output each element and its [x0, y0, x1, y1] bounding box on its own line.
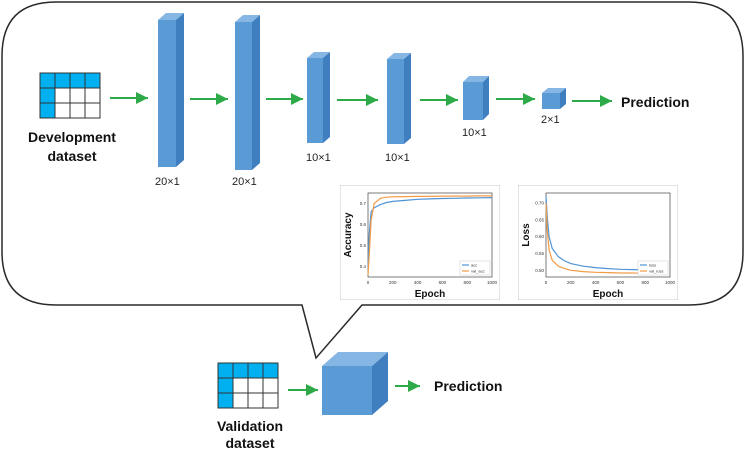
- development-label-line1: Development: [28, 129, 116, 145]
- layer-4-block: [387, 53, 411, 144]
- validation-grid-cell: [217, 362, 234, 379]
- accuracy-chart-x-tick-label: 400: [414, 280, 422, 285]
- trained-model-cube: [322, 352, 388, 415]
- layer-4-dim-label: 10×1: [385, 152, 410, 164]
- development-dataset-grid-icon: [39, 72, 101, 119]
- layer-3-dim-label: 10×1: [306, 152, 331, 164]
- accuracy-chart-y-tick-label: 0.5: [360, 243, 367, 248]
- layer-3-block: [307, 52, 330, 143]
- validation-grid-cell: [247, 392, 264, 409]
- layer-5-block: [463, 76, 489, 120]
- loss-chart-y-tick-label: 0.55: [535, 251, 544, 256]
- layer-1-dim-label: 20×1: [155, 176, 180, 188]
- loss-chart-y-tick-label: 0.60: [535, 234, 544, 239]
- accuracy-chart-legend-label: acc: [471, 263, 477, 268]
- development-grid-cell: [84, 102, 101, 119]
- loss-chart-x-tick-label: 0: [545, 280, 548, 285]
- accuracy-chart-y-tick-label: 0.7: [360, 201, 367, 206]
- accuracy-chart-series-val_acc: [367, 195, 492, 275]
- validation-grid-cell: [262, 362, 279, 379]
- loss-chart-series-loss: [545, 196, 646, 271]
- layer-5-dim-label: 10×1: [462, 127, 487, 139]
- loss-chart-x-tick-label: 600: [617, 280, 625, 285]
- accuracy-chart-x-tick-label: 1000: [487, 280, 498, 285]
- validation-dataset-label: Validation dataset: [200, 418, 300, 452]
- validation-prediction-label: Prediction: [434, 378, 503, 394]
- layer-6-dim-label: 2×1: [541, 114, 560, 126]
- layer-2-block: [235, 15, 260, 170]
- loss-chart-series-val_loss: [545, 203, 646, 274]
- layer-1-block: [158, 13, 184, 167]
- loss-chart-x-tick-label: 1000: [665, 280, 676, 285]
- loss-chart-frame: [518, 185, 678, 300]
- validation-grid-cell: [262, 392, 279, 409]
- validation-grid-cell: [247, 377, 264, 394]
- validation-grid-cell: [232, 392, 249, 409]
- loss-chart-plot-area: [545, 192, 671, 278]
- layer-6-block: [542, 88, 566, 109]
- loss-chart-x-tick-label: 400: [592, 280, 600, 285]
- loss-chart-x-tick-label: 800: [641, 280, 649, 285]
- accuracy-chart-x-axis-label: Epoch: [415, 289, 446, 300]
- validation-label-line1: Validation: [216, 418, 284, 434]
- loss-chart-legend-label: val_loss: [649, 269, 663, 274]
- accuracy-chart-x-tick-label: 200: [389, 280, 397, 285]
- accuracy-chart-series-acc: [367, 197, 493, 271]
- accuracy-chart-y-tick-label: 0.6: [360, 222, 367, 227]
- validation-label-line2: dataset: [225, 435, 275, 451]
- accuracy-chart-plot-area: [367, 192, 493, 278]
- loss-chart-x-axis-label: Epoch: [593, 289, 624, 300]
- accuracy-chart-x-tick-label: 800: [463, 280, 471, 285]
- loss-chart-legend-label: loss: [649, 263, 656, 268]
- development-dataset-label: Development dataset: [22, 128, 122, 166]
- validation-grid-cell: [232, 362, 249, 379]
- layer-2-dim-label: 20×1: [232, 176, 257, 188]
- loss-chart-y-tick-label: 0.65: [535, 217, 544, 222]
- validation-dataset-grid-icon: [217, 362, 279, 409]
- loss-chart-y-tick-label: 0.70: [535, 201, 544, 206]
- validation-grid-cell: [232, 377, 249, 394]
- accuracy-chart-frame: [340, 185, 500, 300]
- accuracy-chart-y-axis-label: Accuracy: [343, 212, 354, 257]
- loss-chart: 0 200 400 600 800 1000 0.50 0.55 0.60 0.65 0.70Epo…: [518, 185, 678, 300]
- validation-grid-cell: [217, 377, 234, 394]
- accuracy-chart-legend-label: val_acc: [471, 269, 485, 274]
- loss-chart-y-tick-label: 0.50: [535, 268, 544, 273]
- accuracy-chart-x-tick-label: 600: [439, 280, 447, 285]
- loss-chart-x-tick-label: 200: [567, 280, 575, 285]
- accuracy-chart-x-tick-label: 0: [367, 280, 370, 285]
- validation-grid-cell: [247, 362, 264, 379]
- accuracy-chart-y-tick-label: 0.4: [360, 264, 367, 269]
- development-label-line2: dataset: [47, 148, 97, 164]
- validation-grid-cell: [262, 377, 279, 394]
- loss-chart-y-axis-label: Loss: [521, 223, 532, 247]
- prediction-label: Prediction: [621, 94, 690, 110]
- validation-grid-cell: [217, 392, 234, 409]
